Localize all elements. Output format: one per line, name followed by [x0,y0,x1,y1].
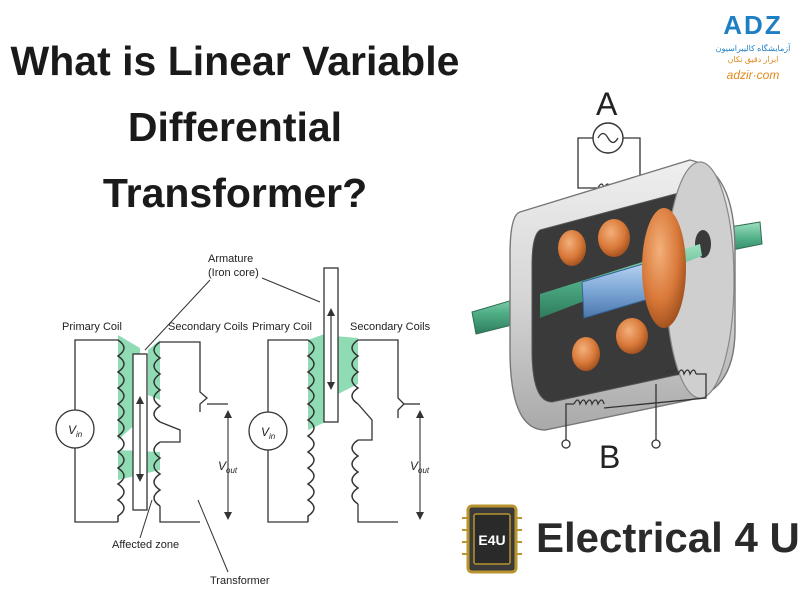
primary-lead-left [577,137,598,189]
armature-leader-right [261,277,321,303]
armature-sublabel: (Iron core) [208,267,259,279]
armature-label: Armature [208,253,253,265]
right-vout-label: Vout [410,459,430,475]
left-secondary-wire-mid [159,421,181,443]
electrical4u-name: Electrical 4 U [536,514,800,561]
left-vout-arrow-head-top-icon [224,410,232,418]
transformer-leader [197,499,229,573]
transformer-label: Transformer [210,575,270,587]
left-secondary-upper-coil-icon [153,341,162,423]
copper-coil-4 [572,337,600,371]
left-primary-wire-bottom [74,448,118,523]
secondary-lead-left [565,403,574,440]
right-secondary-wire [358,339,405,418]
affected-zone-label: Affected zone [112,539,179,551]
copper-coil-3 [642,208,686,328]
affected-zone-leader [139,499,153,539]
electrical4u-brand: E4U Electrical 4 U [462,500,800,580]
title-line-3: Transformer? [102,170,368,216]
adz-logo-line-2: ابزار دقیق تکان [727,55,779,64]
right-primary-coil-label: Primary Coil [252,321,312,333]
left-arrow-down-icon [136,474,144,482]
title-line-2: Differential [127,104,343,150]
terminal-b-left [561,439,571,449]
left-secondary-coils-label: Secondary Coils [168,321,249,333]
left-vout-label: Vout [218,459,238,475]
left-vin-label: Vin [68,423,83,439]
right-vin-source-icon [248,411,288,451]
left-primary-wire [74,339,118,410]
copper-coil-2 [598,219,630,257]
adz-logo-mark: ADZ [723,10,783,40]
right-vout-arrow-head-top-icon [416,410,424,418]
left-secondary-wire [160,341,208,412]
armature-leader-left [144,279,211,351]
e4u-chip-text: E4U [478,532,505,548]
terminal-b-label: B [599,439,620,475]
right-secondary-wire-mid [357,403,373,441]
right-arrow-up-icon [327,308,335,316]
left-arrow-up-icon [136,396,144,404]
adz-logo: ADZ آزمایشگاه کالیبراسیون ابزار دقیق تکا… [712,10,794,88]
right-secondary-upper-coil-icon [351,339,360,405]
lvdt-schematic: Vin Vout Primary Coil Secondary Coils Ar… [55,253,431,587]
lvdt-illustration: A B [471,86,763,475]
e4u-chip-icon: E4U [462,504,522,574]
terminal-b-right [651,439,661,449]
right-primary-coil-icon [306,339,315,522]
right-primary-wire-bottom [267,450,308,523]
left-primary-coil-label: Primary Coil [62,321,122,333]
right-secondary-wire-bottom [357,504,398,523]
ac-wave-icon [597,132,619,144]
left-vout-arrow-head-bottom-icon [224,512,232,520]
right-arrow-down-icon [327,382,335,390]
left-secondary-lower-coil-icon [153,441,162,507]
left-secondary-wire-bottom [159,506,200,523]
right-vout-arrow-head-bottom-icon [416,512,424,520]
left-primary-coil-icon [116,339,125,522]
copper-coil-5 [616,318,648,354]
secondary-coil-right-icon [665,369,697,376]
secondary-lead-right [603,373,707,409]
right-secondary-coils-label: Secondary Coils [350,321,431,333]
terminal-a-label: A [596,86,618,122]
adz-logo-line-1: آزمایشگاه کالیبراسیون [715,44,791,53]
right-vin-label: Vin [261,425,276,441]
left-vin-source-icon [55,409,95,449]
right-secondary-lower-coil-icon [351,439,360,505]
page-title: What is Linear Variable Differential Tra… [0,28,470,226]
adz-logo-url: adzir·com [726,68,780,82]
right-primary-wire [267,339,308,412]
secondary-coil-left-icon [573,399,605,406]
title-line-1: What is Linear Variable [10,38,460,84]
copper-coil-1 [558,230,586,266]
